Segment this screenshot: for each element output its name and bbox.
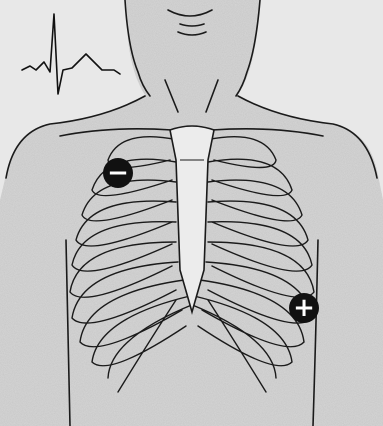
negative-electrode: − (103, 158, 133, 188)
positive-electrode: + (289, 293, 319, 323)
positive-electrode-symbol: + (293, 295, 315, 321)
negative-electrode-symbol: − (107, 160, 129, 186)
